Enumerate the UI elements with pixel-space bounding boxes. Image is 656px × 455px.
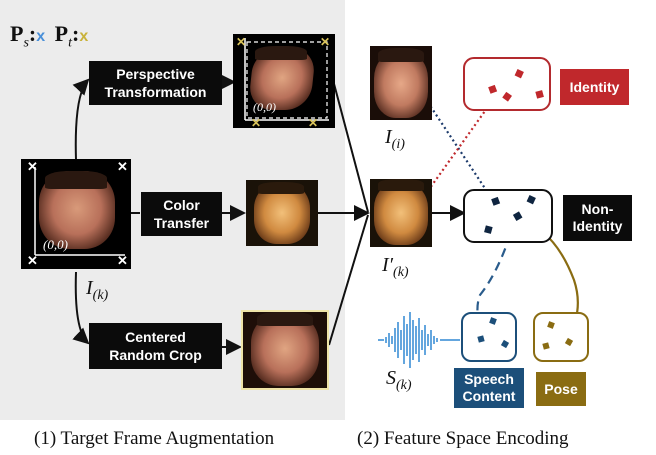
identity-feature-box: [463, 57, 551, 111]
source-face-image: ✕ ✕ ✕ ✕ (0,0): [21, 159, 131, 269]
merge-top: [332, 79, 369, 213]
centered-random-crop-box: Centered Random Crop: [89, 323, 222, 369]
color-transfer-box: Color Transfer: [141, 192, 222, 236]
ipk-label: I′(k): [382, 254, 409, 280]
id-marker: [514, 69, 524, 79]
nonidentity-to-identity-dotted: [424, 88, 502, 196]
branch-down-arrow: [72, 271, 90, 345]
origin-label-perspective: (0,0): [253, 100, 276, 114]
sk-label: S(k): [386, 367, 412, 393]
speech-feature-box: [461, 312, 517, 362]
ps-marker-icon: x: [36, 28, 46, 45]
pose-marker: [542, 342, 550, 350]
speech-marker: [489, 317, 497, 325]
pose-marker: [547, 321, 555, 329]
pt-marker-icon: x: [79, 28, 89, 45]
svg-text:✕: ✕: [27, 253, 38, 268]
legend: Ps:x Pt:x: [10, 21, 88, 51]
speech-marker: [500, 339, 510, 349]
id-marker: [502, 91, 512, 102]
nonid-marker: [512, 211, 523, 221]
identity-reference-face-image: [370, 46, 432, 120]
perspective-transformation-box: Perspective Transformation: [89, 61, 222, 105]
pose-tag: Pose: [536, 372, 586, 406]
svg-text:✕: ✕: [308, 116, 318, 128]
pose-marker: [564, 337, 574, 347]
id-marker: [488, 84, 498, 94]
nonidentity-tag: Non- Identity: [563, 195, 632, 241]
svg-text:✕: ✕: [117, 253, 128, 268]
merge-bottom: [328, 214, 369, 346]
perspective-face-image: ✕ ✕ ✕ ✕ (0,0): [233, 34, 335, 128]
cropped-face-image: [241, 310, 329, 390]
legend-pt: Pt:x: [54, 21, 89, 51]
legend-ps: Ps:x: [10, 21, 46, 51]
augmented-face-image: [370, 179, 432, 247]
nonid-marker: [491, 196, 501, 206]
audio-waveform: [378, 312, 452, 368]
nonid-marker: [484, 225, 493, 234]
svg-text:✕: ✕: [236, 35, 246, 49]
pose-feature-box: [533, 312, 589, 362]
identity-tag: Identity: [560, 69, 629, 105]
ii-label: I(i): [385, 126, 405, 152]
speech-content-tag: Speech Content: [454, 368, 524, 408]
svg-text:✕: ✕: [27, 159, 38, 174]
id-marker: [535, 90, 544, 99]
caption-encoding: (2) Feature Space Encoding: [357, 428, 569, 449]
nonid-marker: [526, 195, 536, 205]
svg-text:✕: ✕: [320, 35, 330, 49]
color-transferred-face-image: [246, 180, 318, 246]
speech-marker: [477, 335, 485, 343]
svg-text:✕: ✕: [117, 159, 128, 174]
branch-up-arrow: [72, 78, 90, 161]
ik-label: I(k): [86, 277, 109, 303]
origin-label-main: (0,0): [43, 237, 68, 252]
svg-text:✕: ✕: [251, 116, 261, 128]
nonidentity-feature-box: [463, 189, 553, 243]
caption-augmentation: (1) Target Frame Augmentation: [34, 428, 275, 449]
